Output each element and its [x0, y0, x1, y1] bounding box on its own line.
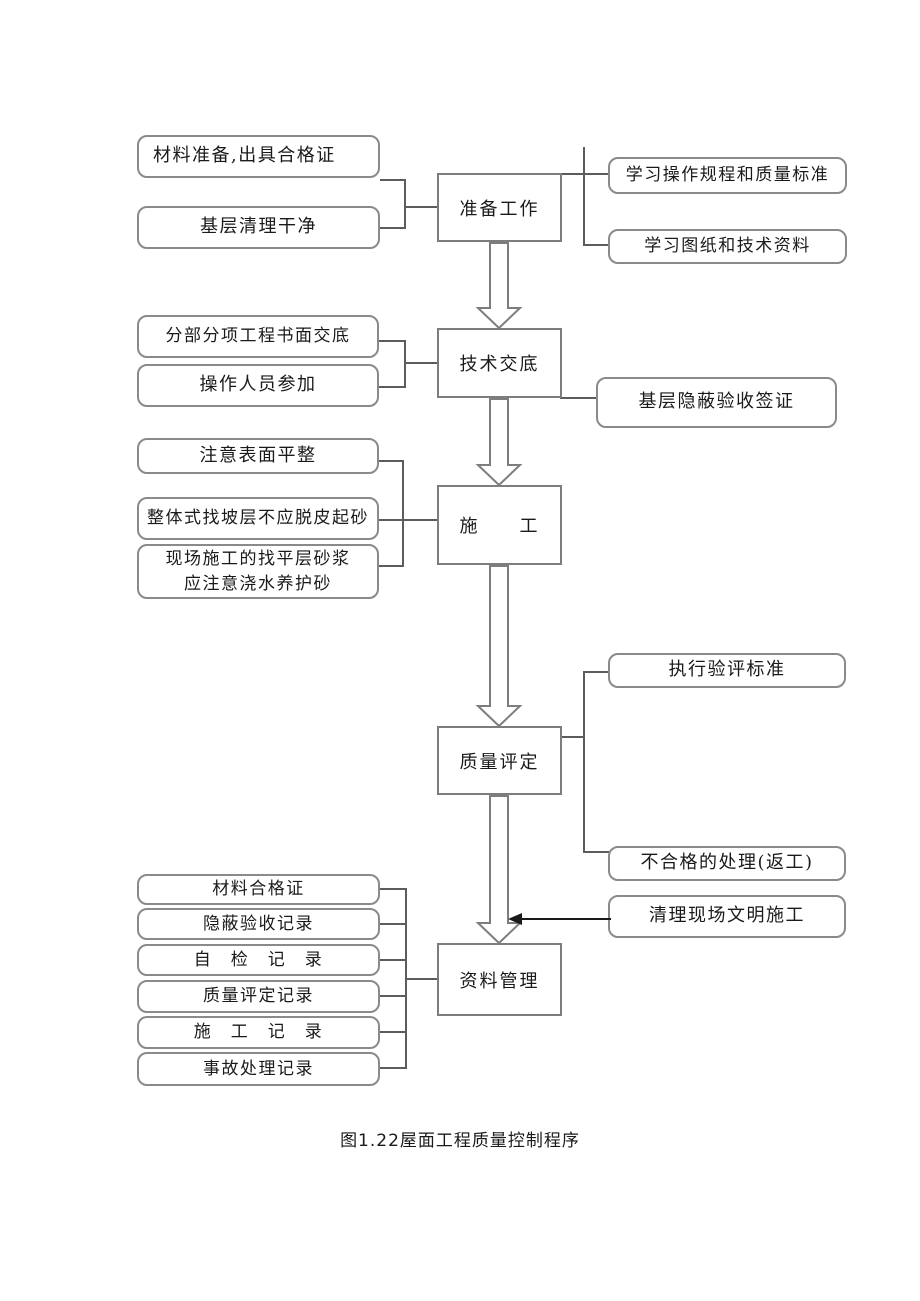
flow-node-data-management: 资料管理	[437, 943, 562, 1016]
note-self-check-record: 自 检 记 录	[137, 944, 380, 976]
connector-line	[378, 565, 404, 567]
connector-line	[378, 460, 404, 462]
connector-line	[404, 206, 438, 208]
connector-line	[405, 978, 438, 980]
connector-line	[380, 1031, 407, 1033]
note-eval-standard: 执行验评标准	[608, 653, 846, 688]
note-study-drawings: 学习图纸和技术资料	[608, 229, 847, 264]
down-block-arrow-icon	[475, 795, 523, 944]
connector-line	[583, 671, 610, 673]
down-block-arrow-icon	[475, 398, 523, 486]
connector-line	[380, 227, 406, 229]
connector-line	[560, 397, 597, 399]
note-quality-eval-record: 质量评定记录	[137, 980, 380, 1013]
connector-line	[380, 888, 407, 890]
note-operators-join: 操作人员参加	[137, 364, 379, 407]
down-block-arrow-icon	[475, 565, 523, 727]
connector-line	[380, 1067, 407, 1069]
note-rework: 不合格的处理(返工)	[608, 846, 846, 881]
connector-line	[380, 995, 407, 997]
connector-line	[404, 179, 406, 229]
note-written-disclosure: 分部分项工程书面交底	[137, 315, 379, 358]
connector-line	[380, 923, 407, 925]
connector-line	[562, 173, 609, 175]
flow-node-preparation: 准备工作	[437, 173, 562, 242]
note-accident-record: 事故处理记录	[137, 1052, 380, 1086]
flow-node-tech-disclosure: 技术交底	[437, 328, 562, 398]
connector-line	[404, 340, 406, 388]
note-material-cert: 材料合格证	[137, 874, 380, 905]
note-hidden-acceptance: 基层隐蔽验收签证	[596, 377, 837, 428]
connector-line	[404, 362, 438, 364]
note-construction-record: 施 工 记 录	[137, 1016, 380, 1049]
down-block-arrow-icon	[475, 242, 523, 329]
connector-line	[380, 959, 407, 961]
connector-line	[583, 244, 609, 246]
left-arrow-icon	[508, 913, 611, 925]
figure-caption: 图1.22屋面工程质量控制程序	[340, 1131, 580, 1151]
connector-line	[378, 340, 406, 342]
note-monolithic-slope: 整体式找坡层不应脱皮起砂	[137, 497, 379, 540]
flow-node-quality-eval: 质量评定	[437, 726, 562, 795]
note-surface-flat: 注意表面平整	[137, 438, 379, 474]
connector-line	[380, 179, 406, 181]
connector-line	[583, 147, 585, 246]
connector-line	[378, 386, 406, 388]
note-leveling-cure: 现场施工的找平层砂浆应注意浇水养护砂	[137, 544, 379, 599]
connector-line	[583, 671, 585, 853]
note-clean-site: 清理现场文明施工	[608, 895, 846, 938]
note-base-clean: 基层清理干净	[137, 206, 380, 249]
connector-line	[562, 736, 585, 738]
flow-node-construction: 施 工	[437, 485, 562, 565]
connector-line	[378, 519, 438, 521]
connector-line	[583, 851, 610, 853]
note-study-rules: 学习操作规程和质量标准	[608, 157, 847, 194]
connector-line	[402, 460, 404, 567]
note-hidden-record: 隐蔽验收记录	[137, 908, 380, 940]
note-material-prep: 材料准备,出具合格证	[137, 135, 380, 178]
